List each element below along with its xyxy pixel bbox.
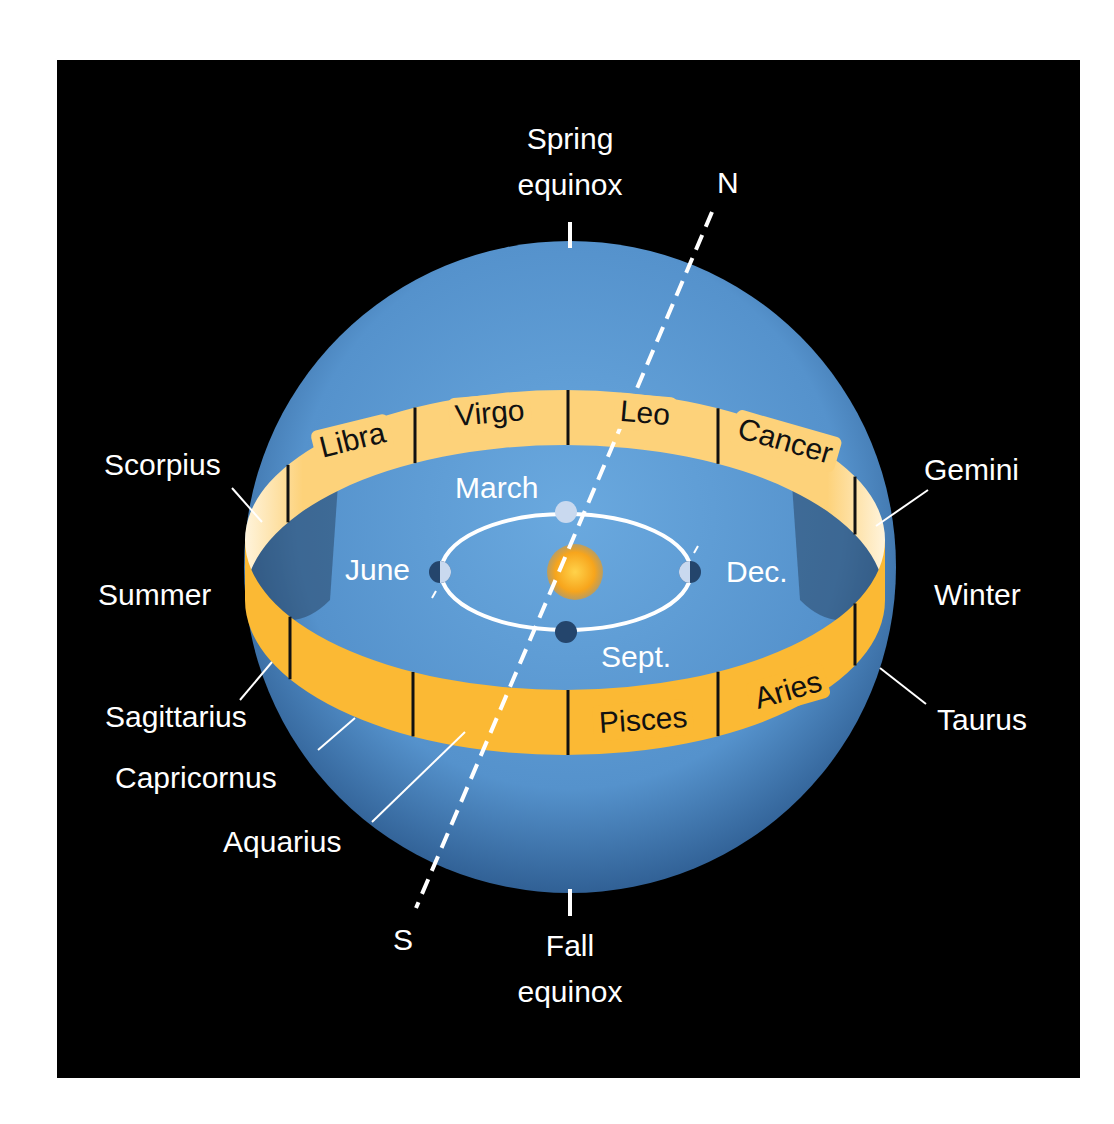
band-divider [287,465,290,522]
earth [555,501,577,523]
month-label: March [455,470,538,506]
equinox-label: Spring equinox [500,116,640,208]
zodiac-segment: Aries [745,662,832,719]
equinox-tick [568,889,572,916]
band-divider [854,603,857,665]
constellation-name: Libra [316,414,389,465]
equinox-label: Fall equinox [500,923,640,1015]
earth-orbit [441,514,691,630]
leader-line [240,662,272,700]
band-divider [717,408,720,464]
sun [547,544,603,600]
constellation-name: Leo [619,393,672,433]
earth [555,621,577,643]
earth-axis [694,546,698,553]
pole-label: N [717,165,739,201]
earth-lit [679,561,690,583]
leader-line [232,488,262,522]
band-divider [567,390,570,445]
month-label: Sept. [601,639,671,675]
constellation-name: Pisces [598,699,689,741]
season-label: Winter [934,577,1021,613]
band-divider [414,408,417,464]
band-divider [412,672,415,736]
earth-lit [440,561,451,583]
zodiac-segment: Leo [613,392,678,433]
band-dividers [288,390,855,755]
band-divider [289,617,292,680]
zodiac-band-front [245,540,885,755]
earth [429,561,451,583]
band-divider [567,690,570,755]
constellation-label: Scorpius [104,447,221,483]
zodiac-segment: Pisces [592,699,695,742]
pole-label: S [393,922,413,958]
constellation-label: Gemini [924,452,1019,488]
season-label: Summer [98,577,211,613]
zodiac-segment: Libra [310,413,395,467]
constellation-name: Cancer [734,410,837,471]
earth-axis-line [416,212,712,908]
month-label: Dec. [726,554,788,590]
constellation-label: Taurus [937,702,1027,738]
zodiac-band-back [245,390,885,600]
earth-axis [432,591,436,598]
constellation-label: Sagittarius [105,699,247,735]
leader-line [372,732,465,822]
band-divider [717,672,720,736]
sphere [244,241,896,893]
band-divider [854,477,857,535]
equinox-tick [568,222,572,248]
leader-line [318,718,355,750]
zodiac-segment: Virgo [448,392,532,435]
leader-line [880,668,926,704]
earth [679,561,701,583]
constellation-label: Aquarius [223,824,341,860]
constellation-name: Aries [750,663,826,716]
zodiac-segment: Cancer [728,409,842,474]
constellation-label: Capricornus [115,760,277,796]
constellation-name: Virgo [454,392,526,434]
month-label: June [345,552,410,588]
leader-line [876,490,928,526]
